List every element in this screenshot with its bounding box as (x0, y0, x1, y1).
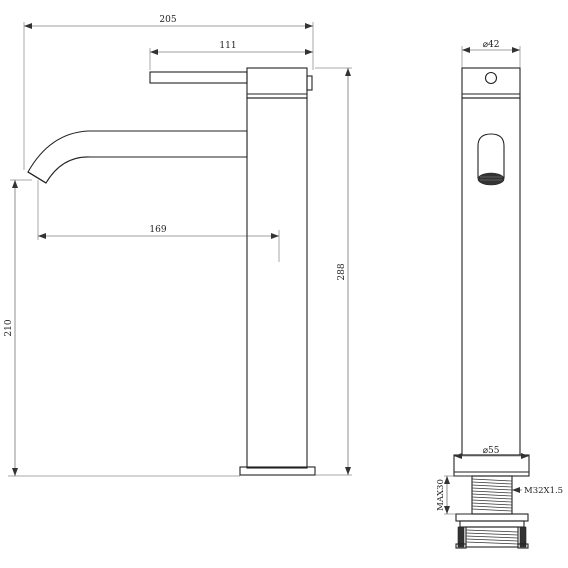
front-cap (461, 67, 521, 99)
faucet-body (246, 97, 308, 469)
side-view: 205 111 169 210 288 (4, 15, 352, 477)
dim-spout-reach: 169 (149, 225, 166, 235)
dim-handle-length: 111 (219, 41, 236, 51)
stud-right (519, 526, 527, 548)
cartridge-knob (306, 75, 313, 91)
dim-spout-height: 210 (4, 319, 14, 336)
nut-thread-lines (465, 529, 519, 545)
aerator (477, 172, 505, 186)
nut (465, 526, 519, 548)
front-body (461, 97, 521, 456)
dim-total-height: 288 (337, 263, 347, 280)
front-base-plate (453, 454, 530, 477)
dim-max-thickness: MAX30 (436, 479, 446, 511)
dim-body-diameter: ⌀42 (483, 40, 500, 50)
dim-thread: M32X1.5 (524, 486, 563, 496)
dim-overall-width: 205 (159, 15, 176, 25)
front-view: ⌀42 ⌀55 M32X1.5 (436, 40, 563, 549)
cap-hole (484, 71, 498, 85)
spout (27, 130, 248, 184)
handle-lever (149, 71, 248, 84)
washer-top (455, 513, 529, 522)
base-plate (239, 466, 316, 476)
washer-mid (459, 520, 525, 528)
thread-lines (471, 478, 513, 512)
spout-opening (477, 133, 505, 179)
dim-base-diameter: ⌀55 (483, 446, 500, 456)
stud-left (457, 526, 465, 548)
